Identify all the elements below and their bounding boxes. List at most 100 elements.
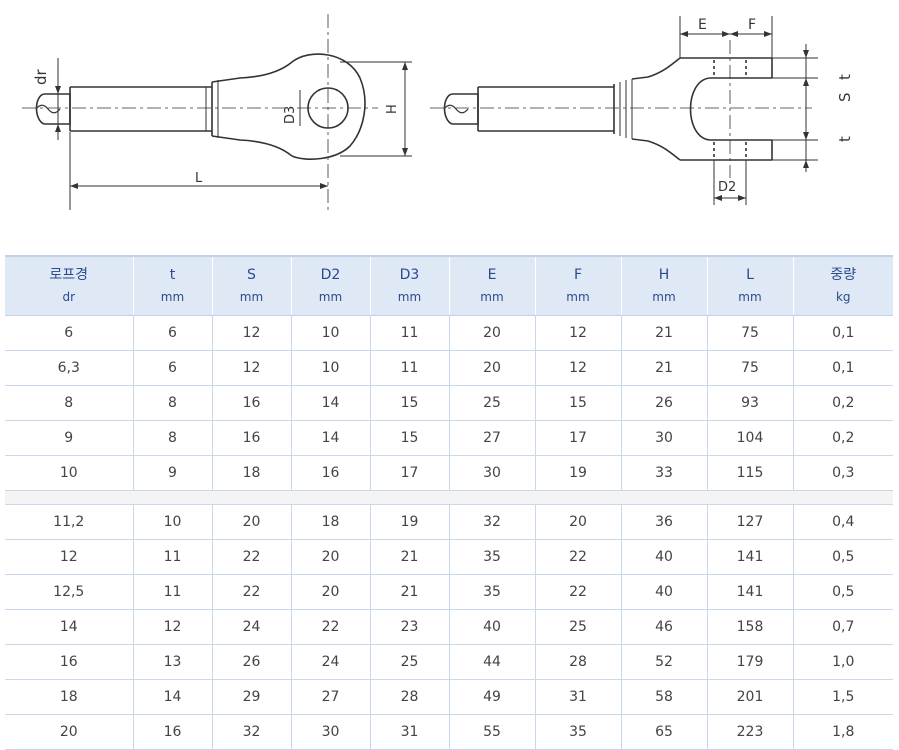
table-cell: 25 (535, 609, 622, 645)
table-cell: 55 (449, 714, 536, 750)
table-cell: 24 (291, 644, 371, 680)
table-cell: 0,1 (793, 315, 893, 351)
table-cell: 35 (449, 574, 536, 610)
table-cell: 9 (133, 455, 213, 491)
column-header-unit: mm (397, 290, 422, 304)
column-header-unit: mm (160, 290, 185, 304)
table-cell: 25 (370, 644, 450, 680)
table-cell: 10 (133, 504, 213, 540)
table-cell: 11 (370, 315, 450, 351)
table-cell: 1,5 (793, 679, 893, 715)
table-cell: 15 (535, 385, 622, 421)
column-header-name: L (746, 267, 754, 283)
eye-terminal-drawing (35, 53, 366, 160)
column-header-unit: mm (480, 290, 504, 304)
table-cell: 65 (621, 714, 708, 750)
table-cell: 24 (212, 609, 292, 645)
table-cell: 11 (133, 539, 213, 575)
table-cell: 16 (291, 455, 371, 491)
column-header-unit: mm (239, 290, 264, 304)
table-cell: 0,3 (793, 455, 893, 491)
table-cell: 8 (5, 385, 134, 421)
table-cell: 0,2 (793, 420, 893, 456)
table-cell: 179 (707, 644, 794, 680)
l-label: L (195, 171, 203, 186)
table-cell: 26 (212, 644, 292, 680)
table-cell: 19 (535, 455, 622, 491)
table-cell: 31 (535, 679, 622, 715)
table-cell: 14 (291, 420, 371, 456)
table-cell: 20 (291, 574, 371, 610)
table-cell: 44 (449, 644, 536, 680)
table-cell: 29 (212, 679, 292, 715)
table-cell: 13 (133, 644, 213, 680)
column-header-name: D2 (320, 267, 341, 283)
table-cell: 30 (291, 714, 371, 750)
table-cell: 127 (707, 504, 794, 540)
table-cell: 12,5 (5, 574, 134, 610)
table-cell: 16 (212, 385, 292, 421)
table-cell: 10 (291, 350, 371, 386)
table-cell: 11 (133, 574, 213, 610)
table-cell: 8 (133, 420, 213, 456)
table-cell: 26 (621, 385, 708, 421)
table-cell: 21 (621, 350, 708, 386)
table-cell: 14 (291, 385, 371, 421)
column-header-unit: mm (318, 290, 343, 304)
table-cell: 6 (133, 315, 213, 351)
column-header-name: E (487, 267, 497, 283)
table-cell: 1,8 (793, 714, 893, 750)
table-cell: 49 (449, 679, 536, 715)
column-header-name: H (658, 267, 670, 283)
d2-label: D2 (718, 180, 736, 195)
table-cell: 16 (5, 644, 134, 680)
table-cell: 18 (5, 679, 134, 715)
h-label: H (385, 104, 400, 114)
table-gap (5, 490, 893, 505)
table-cell: 22 (535, 574, 622, 610)
d3-label: D3 (283, 106, 298, 124)
technical-drawing: dr D3 H L (22, 14, 854, 210)
group-separator (5, 490, 893, 505)
table-cell: 21 (370, 539, 450, 575)
table-cell: 16 (133, 714, 213, 750)
table-cell: 20 (449, 350, 536, 386)
e-label: E (698, 17, 707, 33)
table-cell: 23 (370, 609, 450, 645)
table-cell: 0,5 (793, 574, 893, 610)
table-cell: 32 (212, 714, 292, 750)
table-cell: 201 (707, 679, 794, 715)
t-top-label: t (836, 74, 854, 80)
dr-label: dr (32, 68, 50, 85)
table-cell: 30 (621, 420, 708, 456)
t-bottom-label: t (836, 136, 854, 142)
table-cell: 58 (621, 679, 708, 715)
column-header-unit: mm (738, 290, 762, 304)
s-label: S (836, 92, 854, 102)
table-cell: 6,3 (5, 350, 134, 386)
table-cell: 158 (707, 609, 794, 645)
table-cell: 0,1 (793, 350, 893, 386)
table-cell: 12 (535, 315, 622, 351)
table-cell: 75 (707, 350, 794, 386)
table-cell: 35 (535, 714, 622, 750)
table-cell: 27 (291, 679, 371, 715)
table-cell: 0,2 (793, 385, 893, 421)
table-cell: 36 (621, 504, 708, 540)
table-cell: 10 (5, 455, 134, 491)
table-cell: 0,5 (793, 539, 893, 575)
table-cell: 20 (212, 504, 292, 540)
table-cell: 33 (621, 455, 708, 491)
table-cell: 21 (370, 574, 450, 610)
table-cell: 17 (535, 420, 622, 456)
table-cell: 20 (5, 714, 134, 750)
table-cell: 8 (133, 385, 213, 421)
